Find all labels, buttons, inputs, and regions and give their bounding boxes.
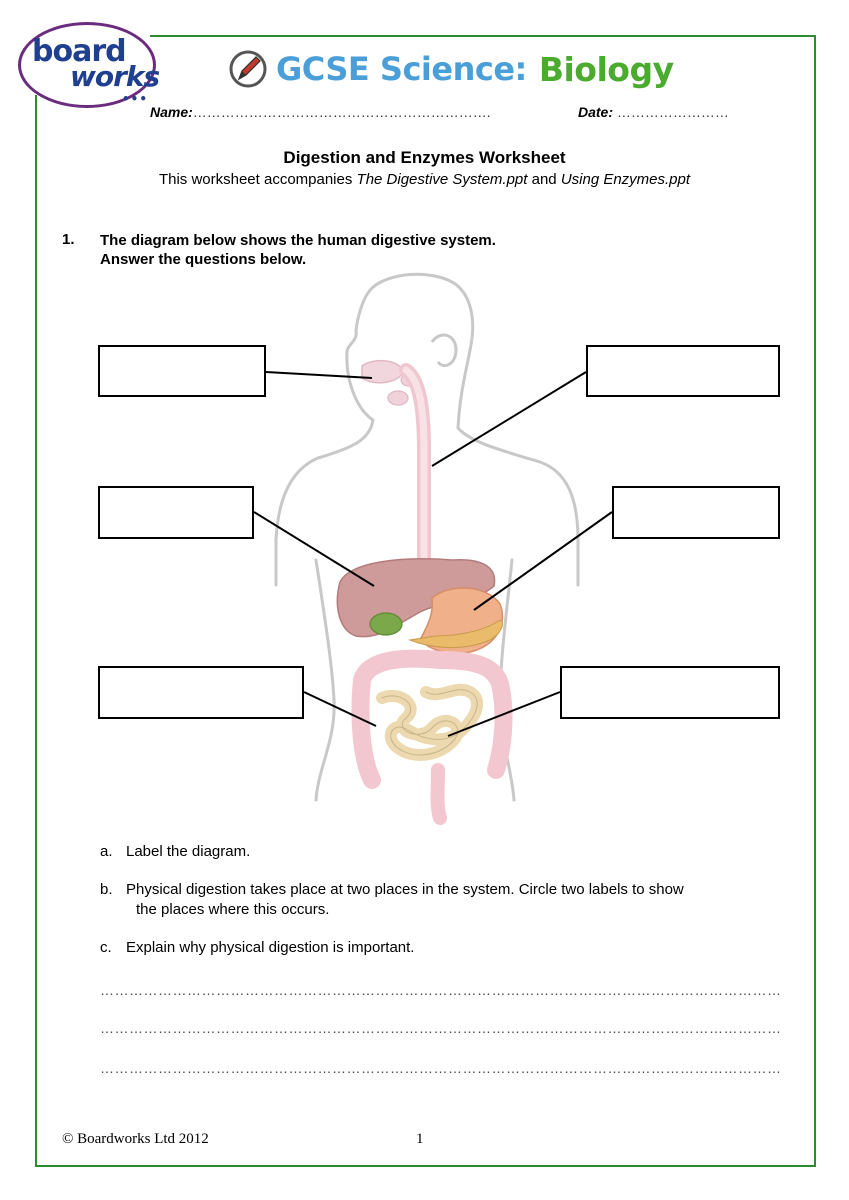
header-title: GCSE Science: Biology (228, 44, 674, 94)
boardworks-logo: board works ••• (18, 22, 160, 108)
label-box-2[interactable] (586, 345, 780, 397)
question-line-1: The diagram below shows the human digest… (100, 232, 496, 249)
subtitle-and: and (527, 171, 561, 188)
question-text: The diagram below shows the human digest… (100, 231, 496, 269)
header-title-science: GCSE Science: (276, 50, 527, 88)
date-field[interactable]: Date: …………………… (578, 104, 729, 120)
mouth-cavity (361, 359, 405, 384)
name-field[interactable]: Name:………………………………………………………. (150, 104, 491, 120)
subtitle-ppt1: The Digestive System.ppt (356, 171, 528, 188)
subquestion-b: b. Physical digestion takes place at two … (100, 880, 684, 920)
subquestion-b-text-2: the places where this occurs. (136, 901, 330, 918)
subquestion-a-letter: a. (100, 843, 113, 860)
subtitle-ppt2: Using Enzymes.ppt (560, 171, 691, 188)
subquestion-a: a. Label the diagram. (100, 842, 250, 862)
logo-dots: ••• (122, 92, 149, 106)
subquestion-c-text: Explain why physical digestion is import… (126, 939, 415, 956)
label-box-4[interactable] (612, 486, 780, 539)
logo-word-works: works (70, 60, 160, 93)
label-box-5[interactable] (98, 666, 304, 719)
leader-line-6 (447, 691, 561, 737)
leader-line-3 (253, 511, 375, 587)
answer-line-2[interactable]: …………………………………………………………………………………………………………… (100, 1020, 783, 1036)
leader-line-5 (303, 691, 377, 727)
subquestion-b-text-1: Physical digestion takes place at two pl… (126, 881, 684, 898)
question-line-2: Answer the questions below. (100, 251, 307, 268)
page-number: 1 (416, 1131, 424, 1147)
worksheet-title: Digestion and Enzymes Worksheet (283, 148, 566, 167)
leader-line-1 (265, 371, 373, 379)
small-intestine (376, 683, 484, 761)
header-title-biology: Biology (538, 49, 674, 89)
pencil-icon (229, 50, 267, 88)
logo-word-board: board (32, 34, 127, 69)
digestive-system-diagram (253, 272, 613, 825)
logo-ring (18, 22, 156, 108)
name-dots: ………………………………………………………. (192, 104, 491, 120)
rectum (430, 763, 447, 825)
name-label: Name: (150, 104, 193, 120)
worksheet-subtitle: This worksheet accompanies The Digestive… (0, 171, 849, 188)
date-label: Date: (578, 104, 614, 120)
subquestion-b-letter: b. (100, 881, 113, 898)
salivary-gland (387, 390, 409, 406)
small-intestine-detail (381, 689, 478, 756)
page-border-right (814, 35, 816, 1167)
leader-line-2 (431, 371, 587, 467)
page-border-top (150, 35, 816, 37)
body-outline (274, 272, 580, 802)
ear (430, 333, 458, 367)
subquestion-a-text: Label the diagram. (126, 843, 251, 860)
pancreas (408, 619, 503, 648)
large-intestine (351, 649, 513, 789)
label-box-6[interactable] (560, 666, 780, 719)
date-dots: …………………… (616, 104, 729, 120)
leader-line-4 (473, 511, 613, 611)
label-box-1[interactable] (98, 345, 266, 397)
subquestion-c-letter: c. (100, 939, 112, 956)
page-border-left (35, 95, 37, 1167)
page-border-bottom (35, 1165, 816, 1167)
subtitle-prefix: This worksheet accompanies (158, 171, 357, 188)
label-box-3[interactable] (98, 486, 254, 539)
subquestion-c: c. Explain why physical digestion is impo… (100, 938, 414, 958)
footer-copyright: © Boardworks Ltd 2012 (62, 1131, 209, 1147)
question-number: 1. (62, 231, 75, 248)
answer-line-3[interactable]: …………………………………………………………………………………………………………… (100, 1060, 783, 1076)
answer-line-1[interactable]: …………………………………………………………………………………………………………… (100, 982, 783, 998)
gall-bladder (369, 612, 403, 636)
